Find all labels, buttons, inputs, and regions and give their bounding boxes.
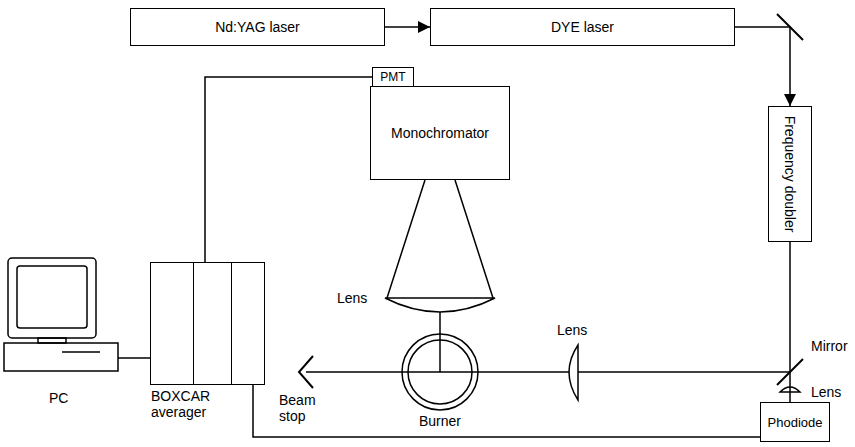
- part-label: Beam stop: [278, 392, 324, 424]
- box-label: Monochromator: [391, 125, 489, 141]
- laser-beam: [306, 371, 790, 373]
- instrument-box: Nd:YAG laser: [130, 8, 385, 46]
- signal-cable: [205, 77, 372, 262]
- box-label: Phodiode: [768, 415, 823, 430]
- pc-monitor: [8, 258, 96, 338]
- part-label: Mirror: [810, 338, 849, 354]
- box-label: DYE laser: [551, 19, 614, 35]
- laser-beam: [385, 26, 430, 28]
- instrument-box: DYE laser: [430, 8, 735, 46]
- laser-beam: [735, 27, 790, 106]
- instrument-box: Phodiode: [760, 402, 830, 442]
- pc-base: [4, 343, 118, 371]
- pc-cable: [118, 357, 150, 359]
- part-label: PC: [48, 390, 69, 406]
- lens-symbol: [569, 345, 578, 400]
- beam-stop: [299, 356, 313, 388]
- signal-cable: [253, 385, 760, 437]
- collection-line: [439, 312, 441, 372]
- instrument-box: Frequency doubler: [768, 106, 812, 242]
- pc-drive-slot: [62, 351, 100, 353]
- box-label: Nd:YAG laser: [215, 19, 300, 35]
- part-label: Lens: [556, 322, 588, 338]
- part-label: Lens: [810, 384, 842, 400]
- box-label: Frequency doubler: [782, 116, 798, 233]
- panel-divider: [231, 263, 232, 384]
- part-label: Lens: [336, 290, 368, 306]
- part-label: Burner: [418, 413, 462, 429]
- box-label: BOXCAR averager: [151, 388, 221, 420]
- instrument-box: PMT: [372, 67, 414, 87]
- instrument-box: Monochromator: [370, 86, 510, 180]
- instrument-box: BOXCAR averager: [150, 262, 265, 385]
- collection-cone: [387, 180, 493, 298]
- panel-divider: [193, 263, 194, 384]
- laser-beam: [789, 242, 791, 372]
- lens-symbol: [780, 387, 800, 392]
- pc-screen: [17, 266, 87, 328]
- box-label: PMT: [380, 70, 405, 84]
- lens-symbol: [385, 298, 495, 312]
